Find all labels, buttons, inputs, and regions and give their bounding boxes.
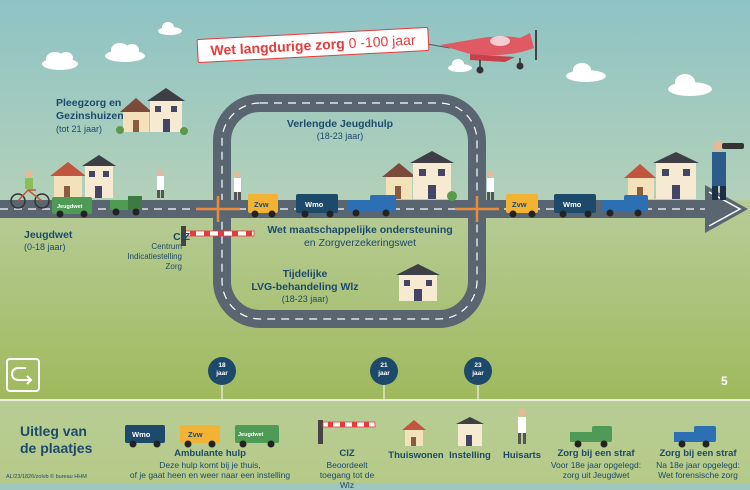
junction-markers — [196, 196, 499, 222]
legend-ambulante-hulp: Ambulante hulp Deze hulp komt bij je thu… — [129, 448, 291, 480]
legend-zvw-label: Zvw — [188, 430, 203, 439]
banner-age-range: 0 -100 jaar — [348, 31, 416, 52]
wmo-zvw-label: Wet maatschappelijke ondersteuning en Zo… — [267, 224, 453, 249]
legend-jeugdwet-label: Jeugdwet — [238, 432, 264, 438]
cyclist — [10, 170, 50, 209]
house-group-tijdelijke — [396, 264, 440, 301]
house-group-right — [624, 152, 699, 199]
road-zvw-label-2: Zvw — [512, 200, 527, 209]
road-wmo-label-1: Wmo — [305, 200, 324, 209]
airplane — [426, 30, 537, 74]
jeugdwet-age: (0-18 jaar) — [24, 242, 66, 252]
legend-instelling: Instelling — [449, 450, 491, 461]
banner-title: Wet langdurige zorg — [210, 35, 346, 59]
legend-zorg-straf-forensisch: Zorg bij een straf Na 18e jaar opgelegd:… — [656, 448, 740, 480]
verlengde-age: (18-23 jaar) — [316, 131, 364, 141]
cloud — [42, 22, 712, 96]
legend-thuiswonen: Thuiswonen — [388, 450, 444, 461]
legend-icons — [125, 408, 716, 448]
credit-line: AL/23/1826/zolvb © bureau HHM — [6, 474, 87, 480]
verlengde-jeugdhulp-label: Verlengde Jeugdhulp — [286, 118, 394, 130]
house-group-left — [50, 155, 116, 198]
pleegzorg-age: (tot 21 jaar) — [56, 124, 103, 134]
legend-wmo-label: Wmo — [132, 430, 151, 439]
legend-zorg-straf-jeugd: Zorg bij een straf Voor 18e jaar opgeleg… — [550, 448, 642, 480]
vehicles-road — [52, 194, 648, 218]
doctor-figures — [157, 169, 494, 200]
jeugdwet-label: Jeugdwet — [24, 229, 73, 241]
tijdelijke-age: (18-23 jaar) — [281, 294, 329, 304]
road-jeugdwet-label: Jeugdwet — [57, 204, 83, 210]
return-arrow-icon — [11, 367, 33, 385]
house-group-verlengde — [382, 151, 457, 201]
vehicle-labels: Jeugdwet Zvw Wmo Zvw Wmo Wmo Zvw Jeugdwe… — [57, 200, 582, 439]
legend-huisarts: Huisarts — [502, 450, 541, 461]
page-number: 5 — [721, 374, 728, 388]
ciz-label: CIZ — [173, 231, 190, 243]
lookout-man — [712, 141, 744, 200]
back-button[interactable] — [6, 358, 40, 392]
ciz-barrier — [181, 226, 255, 246]
house-group-pleegzorg — [116, 88, 188, 135]
legend-ciz: CIZ Beoordeelt toegang tot de Wlz — [319, 448, 375, 490]
road-wmo-label-2: Wmo — [563, 200, 582, 209]
road-zvw-label-1: Zvw — [254, 200, 269, 209]
